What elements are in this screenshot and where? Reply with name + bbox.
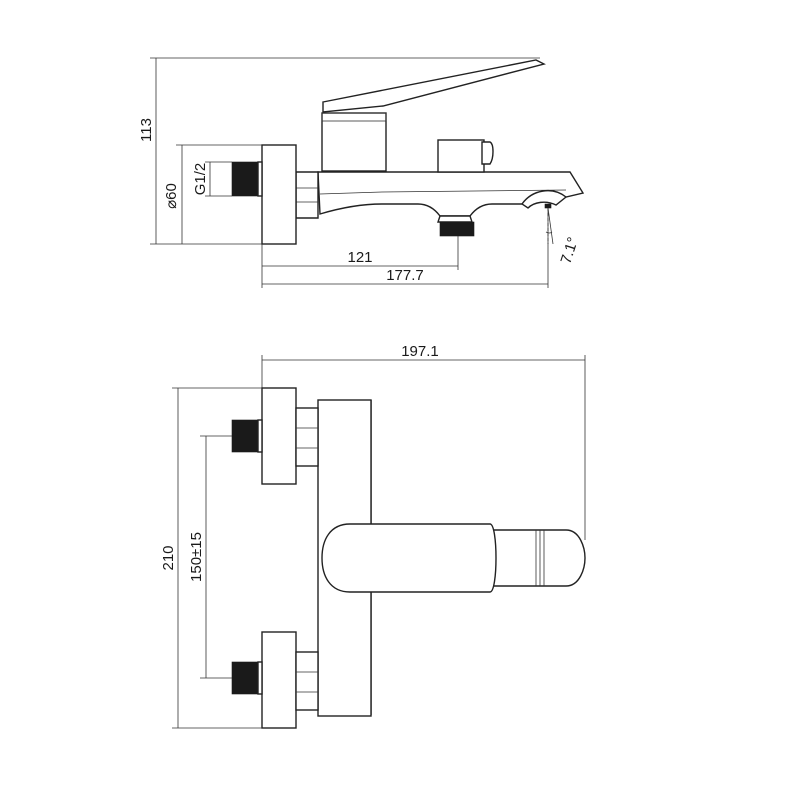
top-lower-nut [295,651,319,711]
dim-height-bottom-label: 210 [160,545,177,570]
side-inlet-thread-end [257,161,263,197]
dim-angle-ray [547,207,554,245]
top-upper-nut [295,407,319,467]
top-view: 197.1 210 150±15 [160,343,586,729]
dim-thread-label: G1/2 [192,163,209,196]
side-diverter-knob [437,139,485,173]
top-upper-thread-end [257,419,263,453]
dim-spout-angle-label: 7.1° [557,235,581,266]
side-aerator-tip [544,203,552,209]
side-inlet-nut [295,171,319,219]
top-lower-thread [231,661,263,695]
dim-width-bottom-label: 197.1 [401,343,439,360]
side-handle-base [321,112,387,172]
dim-diameter-label: ⌀60 [163,183,180,209]
side-shower-thread [439,221,475,237]
dim-angle-arc [545,231,553,234]
side-shower-outlet [437,215,473,223]
side-handle-base-cap [321,112,387,122]
side-wall-flange [261,144,297,245]
top-lower-flange [261,631,297,729]
dim-height-top-label: 113 [138,118,155,142]
side-diverter-tab [481,141,494,165]
dim-inlet-distance-label: 121 [347,249,372,266]
dim-centers-label: 150±15 [188,532,205,582]
side-aerator [521,189,568,209]
side-view: 113 ⌀60 G1/2 121 177.7 7.1° [138,57,585,288]
top-handle [321,523,497,593]
top-lower-thread-end [257,661,263,695]
side-spout-edge [319,189,567,195]
top-upper-flange [261,387,297,485]
side-handle-lever [322,59,546,113]
dim-total-length-label: 177.7 [386,267,424,284]
